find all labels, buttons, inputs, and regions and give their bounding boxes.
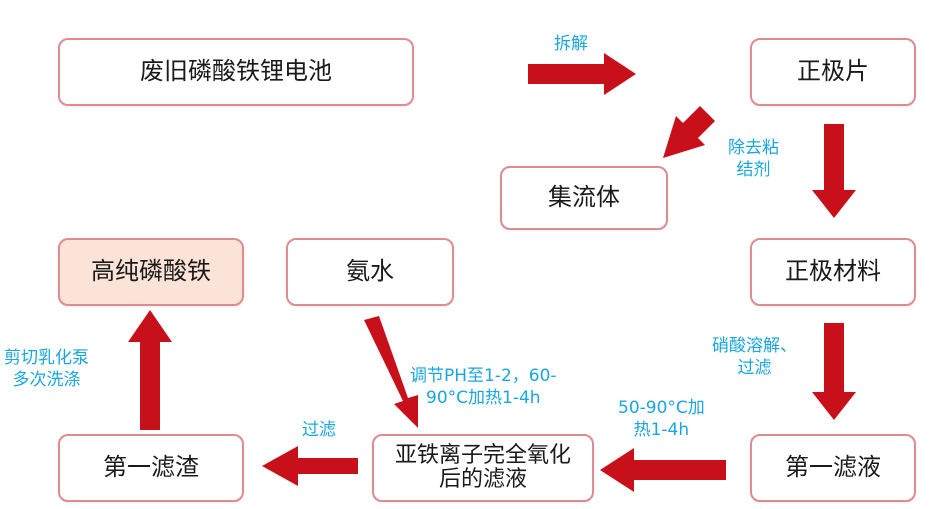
node-current-collector: 集流体: [500, 166, 668, 230]
node-high-purity-product: 高纯磷酸铁: [58, 238, 244, 306]
label-wash-line2: 多次洗涤: [12, 369, 81, 390]
node-ammonia: 氨水: [286, 238, 454, 306]
arrow-heat: [600, 448, 726, 492]
node-first-filtrate: 第一滤液: [750, 434, 916, 502]
node-first-residue: 第一滤渣: [58, 434, 244, 502]
label-wash: 剪切乳化泵 多次洗涤: [4, 348, 89, 392]
label-remove-binder-line1: 除去粘: [728, 138, 779, 158]
label-filter: 过滤: [302, 420, 336, 440]
node-cathode-sheet: 正极片: [750, 38, 916, 106]
label-adjust-ph-line1: 调节PH至1-2，60-: [410, 366, 557, 386]
arrow-remove-binder: [812, 124, 856, 218]
arrow-wash: [128, 310, 172, 430]
arrow-filter: [262, 446, 358, 486]
label-adjust-ph-line2: 90°C加热1-4h: [426, 387, 541, 408]
arrow-to-current-collector: [663, 106, 715, 158]
label-remove-binder: 除去粘 结剂: [728, 138, 779, 182]
label-heat: 50-90°C加 热1-4h: [618, 398, 705, 442]
label-heat-line2: 热1-4h: [633, 419, 690, 440]
label-adjust-ph: 调节PH至1-2，60- 90°C加热1-4h: [410, 366, 557, 410]
label-remove-binder-line2: 结剂: [736, 159, 771, 180]
arrow-adjust-ph: [364, 316, 418, 428]
node-waste-battery: 废旧磷酸铁锂电池: [58, 38, 414, 106]
node-oxidized-filtrate: 亚铁离子完全氧化后的滤液: [372, 434, 594, 502]
node-oxidized-filtrate-text: 亚铁离子完全氧化后的滤液: [394, 442, 571, 492]
label-heat-line1: 50-90°C加: [618, 398, 705, 418]
label-disassemble: 拆解: [554, 34, 588, 54]
label-nitric-dissolve-line1: 硝酸溶解、: [712, 336, 797, 356]
node-cathode-material: 正极材料: [750, 238, 916, 306]
arrow-nitric-dissolve: [812, 323, 856, 420]
label-wash-line1: 剪切乳化泵: [4, 348, 89, 368]
arrow-disassemble: [528, 53, 636, 95]
label-nitric-dissolve-line2: 过滤: [737, 357, 772, 378]
label-nitric-dissolve: 硝酸溶解、 过滤: [712, 336, 797, 380]
